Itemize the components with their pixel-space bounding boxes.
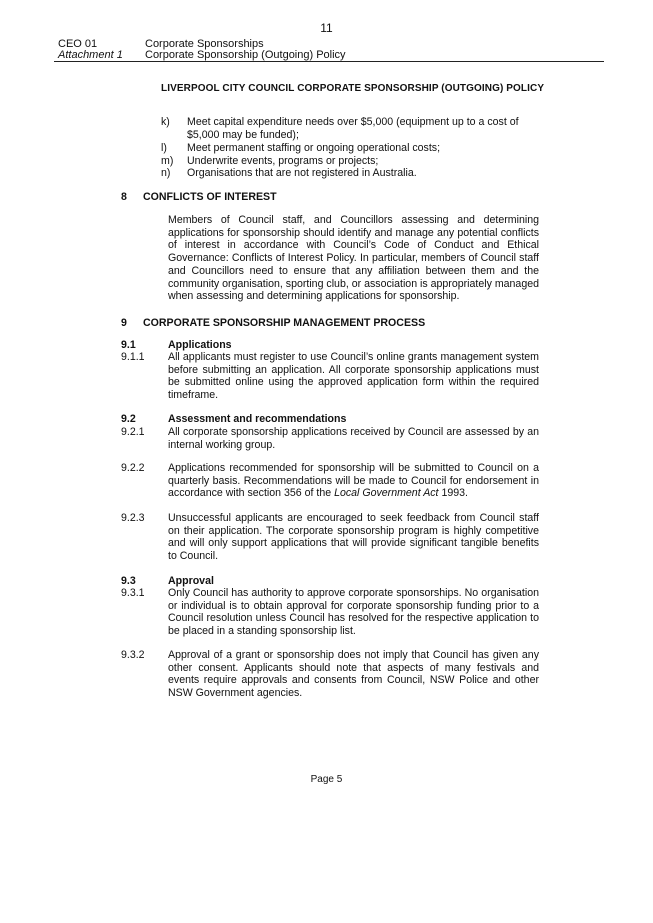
list-item-letter: l)	[161, 142, 167, 154]
list-item: Underwrite events, programs or projects;	[187, 155, 379, 167]
paragraph-number: 9.3.2	[121, 649, 145, 661]
paragraph-number: 9.2.2	[121, 462, 145, 474]
paragraph: Unsuccessful applicants are encouraged t…	[168, 512, 539, 563]
list-item-letter: k)	[161, 116, 170, 128]
paragraph: Only Council has authority to approve co…	[168, 587, 539, 638]
subsection-number: 9.3	[121, 575, 136, 587]
subsection-number: 9.1	[121, 339, 136, 351]
paragraph: Applications recommended for sponsorship…	[168, 462, 539, 500]
subsection-heading: Applications	[168, 339, 232, 351]
section-number: 9	[121, 317, 127, 329]
page-footer: Page 5	[310, 774, 343, 785]
list-item: Meet capital expenditure needs over $5,0…	[187, 116, 519, 141]
section-heading: CONFLICTS OF INTEREST	[143, 191, 277, 203]
header-right-line2: Corporate Sponsorship (Outgoing) Policy	[145, 49, 346, 61]
list-item: Organisations that are not registered in…	[187, 167, 417, 179]
paragraph-text: 1993.	[438, 487, 468, 500]
paragraph-number: 9.2.1	[121, 426, 145, 438]
list-item: Meet permanent staffing or ongoing opera…	[187, 142, 441, 154]
header-left-line2: Attachment 1	[58, 49, 123, 61]
section-number: 8	[121, 191, 127, 203]
list-item-letter: n)	[161, 167, 171, 179]
paragraph: Approval of a grant or sponsorship does …	[168, 649, 539, 700]
paragraph-number: 9.3.1	[121, 587, 145, 599]
header-divider	[54, 61, 604, 62]
section-heading: CORPORATE SPONSORSHIP MANAGEMENT PROCESS	[143, 317, 426, 329]
paragraph: All corporate sponsorship applications r…	[168, 426, 539, 451]
paragraph-text: Applications recommended for sponsorship…	[168, 462, 539, 500]
policy-title: LIVERPOOL CITY COUNCIL CORPORATE SPONSOR…	[161, 83, 545, 94]
page-number: 11	[320, 21, 333, 35]
subsection-heading: Approval	[168, 575, 214, 587]
header-left-line1: CEO 01	[58, 38, 98, 50]
header-right-line1: Corporate Sponsorships	[145, 38, 264, 50]
subsection-number: 9.2	[121, 413, 136, 425]
paragraph: All applicants must register to use Coun…	[168, 351, 539, 402]
paragraph-number: 9.2.3	[121, 512, 145, 524]
act-title: Local Government Act	[334, 487, 439, 500]
list-item-letter: m)	[161, 155, 174, 167]
section-8-body: Members of Council staff, and Councillor…	[168, 214, 539, 303]
subsection-heading: Assessment and recommendations	[168, 413, 347, 425]
paragraph-number: 9.1.1	[121, 351, 145, 363]
